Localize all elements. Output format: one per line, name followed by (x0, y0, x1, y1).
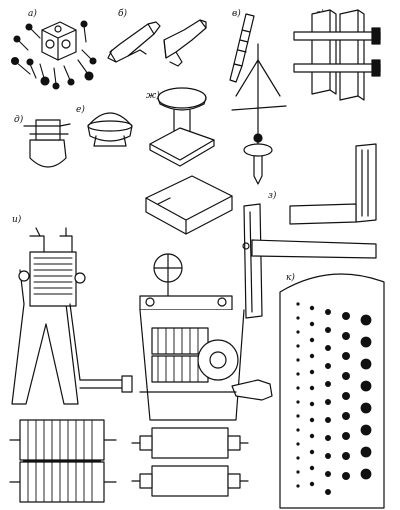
pin-vice: в) (229, 8, 255, 83)
pump-drill (231, 43, 287, 185)
draw-plate-hole (325, 435, 331, 441)
draw-plate-hole (325, 489, 331, 495)
t-gauge (242, 203, 377, 319)
draw-plate-hole (296, 344, 300, 348)
draw-plate-hole (309, 401, 315, 407)
steel-block (145, 175, 233, 235)
draw-plate-hole (342, 412, 350, 420)
draw-plate: к) (279, 272, 385, 509)
rolling-mill-front-view (139, 253, 273, 421)
draw-plate-hole (309, 417, 315, 423)
draw-plate-hole (342, 312, 350, 320)
draw-plate-hole (342, 372, 350, 380)
draw-plate-hole (325, 327, 331, 333)
draw-plate-hole (296, 386, 300, 390)
label-d: д) (14, 114, 24, 125)
draw-plate-hole (296, 302, 300, 306)
doming-tool: е) (76, 104, 133, 147)
draw-plate-hole (325, 309, 331, 315)
draw-plate-hole (342, 352, 350, 360)
draw-plate-hole (309, 321, 315, 327)
mushroom-stake: ж) (146, 87, 215, 167)
draw-plate-hole (309, 353, 315, 359)
grooved-rollers-detail (9, 419, 117, 503)
draw-plate-hole (360, 424, 372, 436)
label-v: в) (232, 8, 241, 19)
draw-plate-hole (296, 470, 300, 474)
label-i: и) (12, 214, 22, 225)
draw-plate-hole (325, 417, 331, 423)
draw-plate-hole (342, 472, 350, 480)
rolling-mill-side-view: и) (11, 214, 133, 405)
draw-plate-hole (296, 400, 300, 404)
draw-plate-hole (360, 380, 372, 392)
draw-plate-hole (296, 428, 300, 432)
draw-plate-hole (309, 385, 315, 391)
draw-plate-hole (360, 468, 372, 480)
draw-plate-hole (309, 369, 315, 375)
draw-plate-hole (309, 481, 315, 487)
label-zh: ж) (146, 90, 160, 101)
draw-plate-hole (342, 452, 350, 460)
draw-plate-hole (325, 345, 331, 351)
draw-plate-hole (309, 433, 315, 439)
try-square: з) (268, 143, 377, 225)
draw-plate-hole (360, 336, 372, 348)
draw-plate-hole (342, 432, 350, 440)
draw-plate-hole (309, 337, 315, 343)
draw-plate-hole (360, 402, 372, 414)
draw-plate-hole (296, 484, 300, 488)
parallel-clamp: г) (293, 8, 381, 101)
draw-plate-hole (360, 358, 372, 370)
small-bench-vice: д) (14, 114, 71, 168)
label-z: з) (268, 190, 277, 201)
draw-plate-hole (360, 314, 372, 326)
draw-plate-hole (296, 414, 300, 418)
hand-vices: б) (107, 8, 207, 67)
draw-plate-hole (309, 449, 315, 455)
flat-rollers-detail (131, 427, 249, 497)
label-b: б) (118, 8, 127, 19)
draw-plate-hole (296, 358, 300, 362)
draw-plate-hole (296, 330, 300, 334)
label-a: а) (28, 8, 37, 19)
draw-plate-holes (296, 302, 372, 495)
draw-plate-hole (360, 446, 372, 458)
label-k: к) (286, 272, 295, 283)
label-e: е) (76, 104, 85, 115)
draw-plate-hole (325, 471, 331, 477)
draw-plate-hole (325, 453, 331, 459)
draw-plate-hole (296, 442, 300, 446)
draw-plate-hole (325, 381, 331, 387)
draw-plate-hole (309, 465, 315, 471)
draw-plate-hole (325, 363, 331, 369)
draw-plate-hole (342, 392, 350, 400)
dapping-block-and-punches: а) (10, 8, 97, 90)
draw-plate-hole (296, 316, 300, 320)
draw-plate-hole (296, 372, 300, 376)
draw-plate-hole (296, 456, 300, 460)
draw-plate-hole (325, 399, 331, 405)
draw-plate-hole (342, 332, 350, 340)
draw-plate-hole (309, 305, 315, 311)
